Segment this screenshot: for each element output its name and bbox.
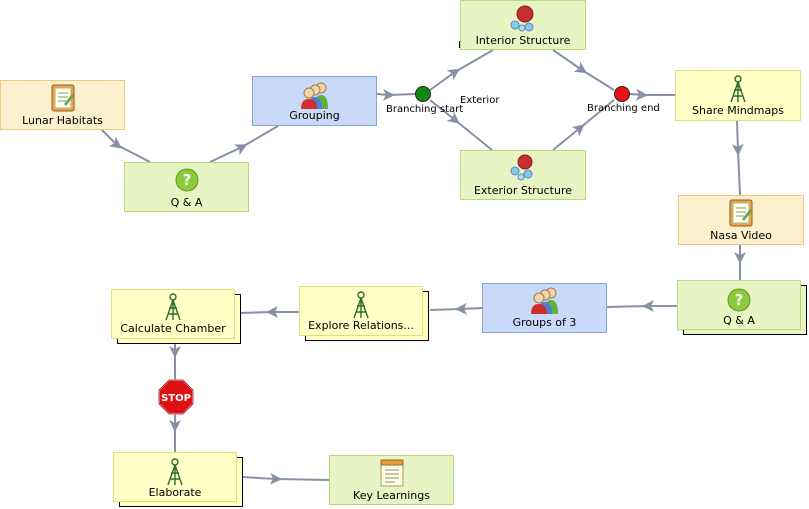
node-label: Interior Structure	[475, 34, 571, 47]
node-calculate-chamber[interactable]: Calculate Chamber	[111, 289, 235, 339]
connector-branch-interior	[429, 49, 494, 91]
node-grouping[interactable]: Grouping	[252, 76, 377, 126]
node-qa-right[interactable]: ? Q & A	[677, 280, 801, 330]
node-label: Groups of 3	[512, 316, 577, 329]
node-explore-relations[interactable]: Explore Relations...	[299, 286, 423, 336]
node-label: Calculate Chamber	[120, 322, 226, 335]
node-elaborate[interactable]: Elaborate	[113, 452, 237, 502]
node-label: Elaborate	[148, 486, 202, 499]
connector-end-share	[629, 88, 675, 101]
antenna-icon	[353, 291, 369, 319]
node-nasa-video[interactable]: Nasa Video	[678, 195, 804, 245]
connector-grouping-branch	[376, 88, 416, 101]
exterior-branch-label: Exterior	[460, 95, 500, 106]
connector-explore-calc	[239, 305, 299, 318]
connector-exterior-end	[552, 99, 615, 151]
stop-label: STOP	[161, 393, 191, 404]
molecule-icon	[510, 154, 533, 181]
branching-start-label: Branching start	[386, 104, 464, 115]
node-key-learnings[interactable]: Key Learnings	[329, 455, 454, 505]
notebook-icon	[729, 199, 753, 227]
question-icon: ?	[175, 168, 198, 192]
node-label: Share Mindmaps	[692, 104, 784, 117]
node-share-mindmaps[interactable]: Share Mindmaps	[675, 70, 801, 121]
question-icon: ?	[727, 288, 751, 312]
node-label: Nasa Video	[710, 229, 772, 242]
connector-lunar-qa	[99, 127, 151, 163]
antenna-icon	[165, 293, 181, 321]
connector-share-nasa	[731, 120, 744, 196]
node-label: Q & A	[170, 196, 203, 209]
connector-elaborate-key	[241, 472, 330, 485]
people-icon	[530, 287, 558, 314]
node-label: Q & A	[723, 314, 755, 327]
svg-text:?: ?	[182, 171, 191, 189]
node-lunar-habitats[interactable]: Lunar Habitats	[0, 80, 125, 130]
node-exterior-structure[interactable]: Exterior Structure	[460, 150, 586, 200]
node-label: Exterior Structure	[473, 184, 573, 197]
connector-branch-exterior	[429, 99, 493, 151]
antenna-icon	[730, 75, 746, 103]
branching-start-dot[interactable]	[415, 86, 431, 102]
svg-text:?: ?	[735, 291, 744, 309]
molecule-icon	[510, 5, 534, 32]
stop-sign-icon[interactable]: STOP	[158, 379, 194, 415]
notebook-icon	[51, 84, 74, 112]
notepad-icon	[380, 459, 403, 487]
node-interior-structure[interactable]: Interior Structure	[460, 0, 586, 50]
connector-groups-explore	[429, 302, 483, 315]
people-icon	[300, 82, 328, 109]
branching-end-label: Branching end	[587, 103, 660, 114]
connector-qa-groups	[606, 299, 677, 312]
node-label: Grouping	[289, 109, 340, 122]
interior-branch-mark: I	[458, 40, 461, 51]
node-label: Explore Relations...	[308, 319, 414, 332]
node-label: Key Learnings	[353, 489, 430, 502]
branching-end-dot[interactable]	[614, 86, 630, 102]
node-qa-top[interactable]: ? Q & A	[124, 162, 249, 212]
node-label: Lunar Habitats	[22, 114, 103, 127]
connector-qa-grouping	[209, 125, 279, 163]
connector-interior-end	[552, 49, 615, 91]
antenna-icon	[167, 458, 183, 486]
node-groups-of-3[interactable]: Groups of 3	[482, 283, 607, 333]
